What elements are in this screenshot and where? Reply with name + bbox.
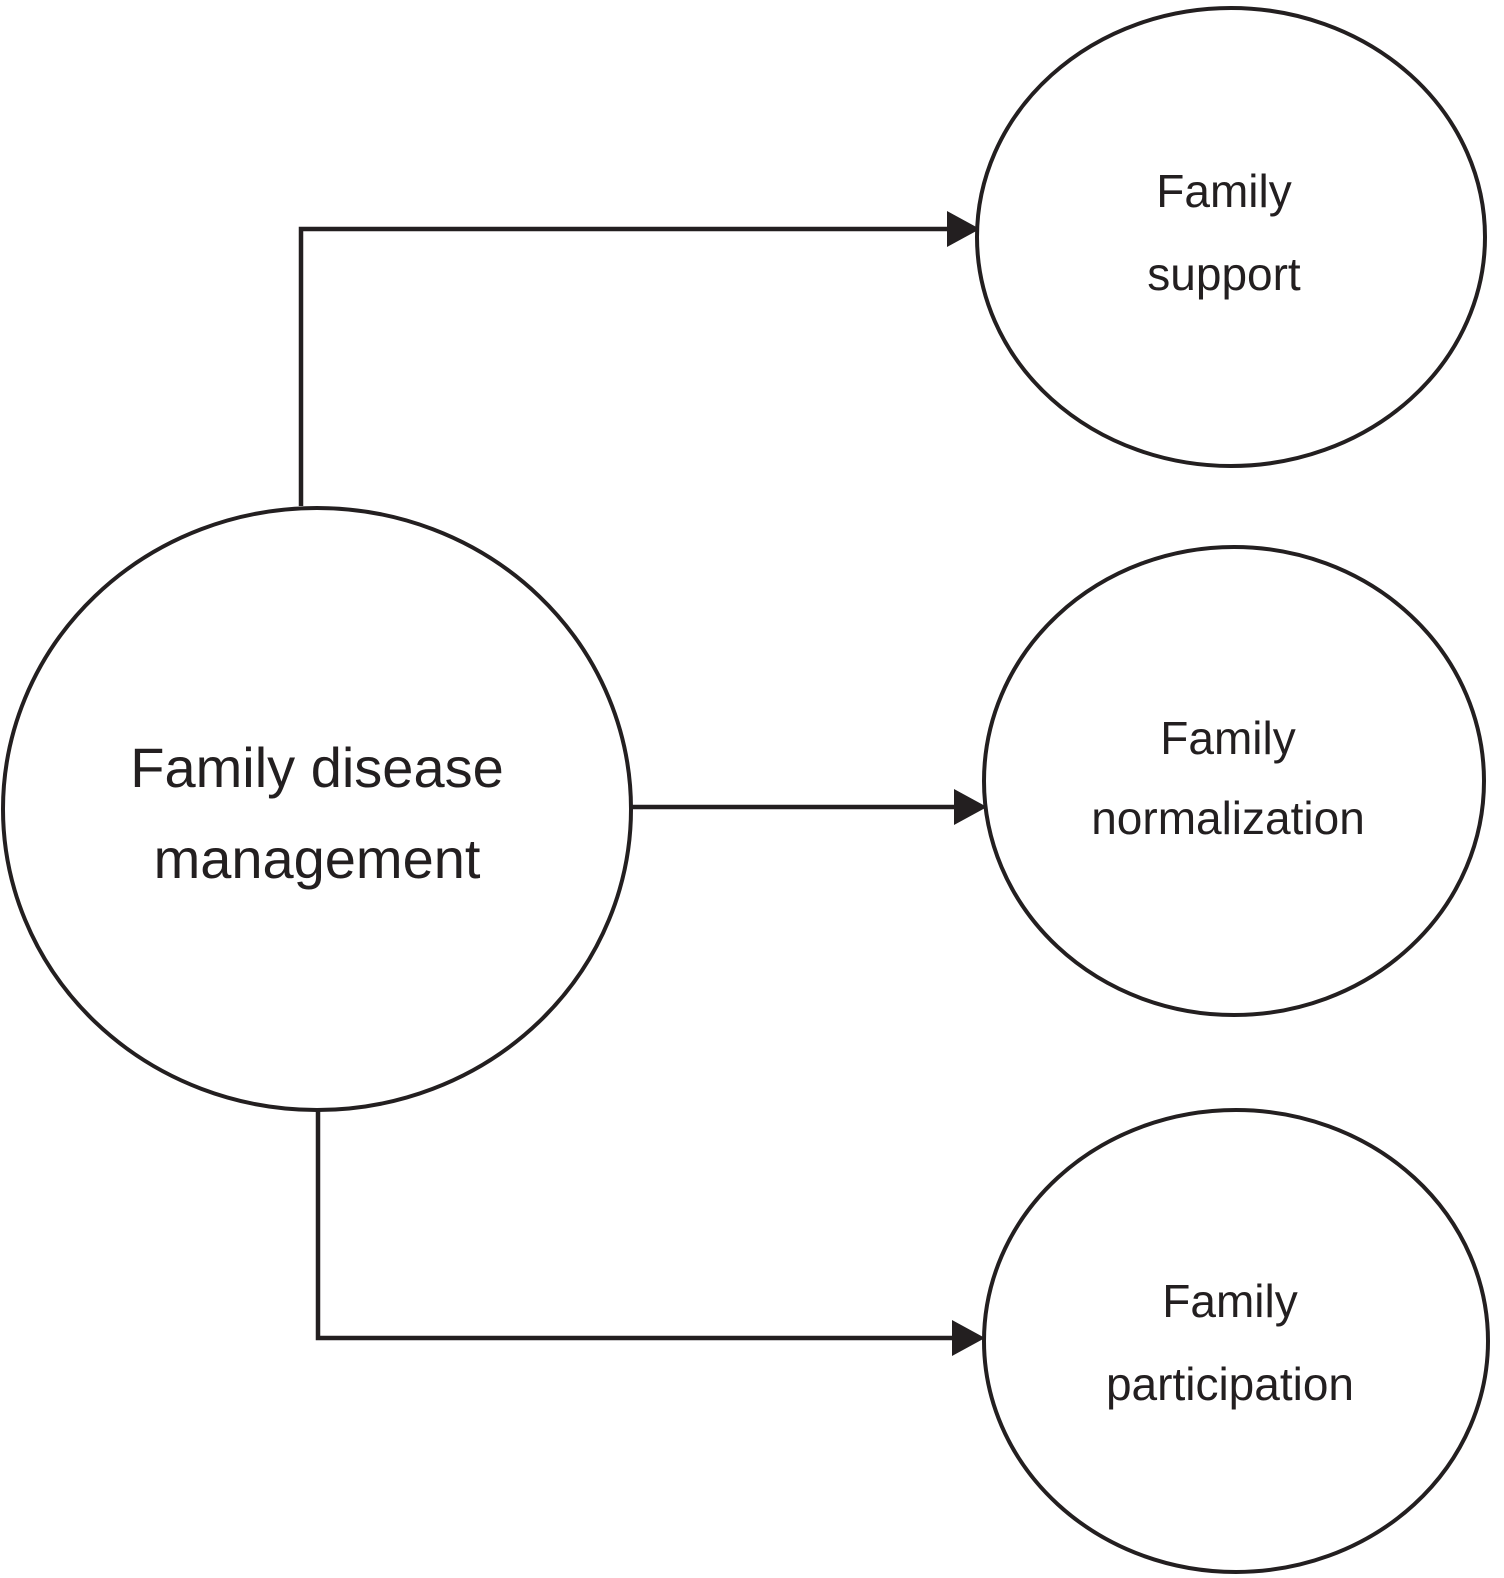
edge-to-family-participation-line (315, 1108, 953, 1341)
node-family-participation: Family participation (982, 1108, 1490, 1574)
node-family-disease-management-label-line2: management (154, 827, 481, 890)
node-family-participation-label-line2: participation (1106, 1358, 1354, 1410)
node-family-disease-management: Family disease management (1, 506, 633, 1112)
node-family-normalization: Family normalization (982, 545, 1486, 1017)
edge-to-family-support-line (298, 226, 950, 506)
node-family-support-label-line2: support (1147, 248, 1301, 300)
node-family-participation-circle (982, 1108, 1490, 1574)
arrow-head-icon (952, 1320, 985, 1356)
arrow-head-icon (954, 789, 987, 825)
node-family-normalization-label-line2: normalization (1091, 792, 1365, 844)
arrow-head-icon (947, 211, 980, 247)
edge-to-family-support (298, 211, 980, 506)
node-family-normalization-label-line1: Family (1160, 712, 1295, 764)
node-family-normalization-circle (982, 545, 1486, 1017)
edge-to-family-participation (315, 1108, 985, 1356)
node-family-participation-label-line1: Family (1162, 1275, 1297, 1327)
node-family-support-circle (975, 6, 1487, 468)
node-family-support-label-line1: Family (1156, 165, 1291, 217)
node-family-support: Family support (975, 6, 1487, 468)
edge-to-family-normalization (629, 789, 987, 825)
node-family-disease-management-label-line1: Family disease (130, 736, 503, 799)
node-family-disease-management-circle (1, 506, 633, 1112)
